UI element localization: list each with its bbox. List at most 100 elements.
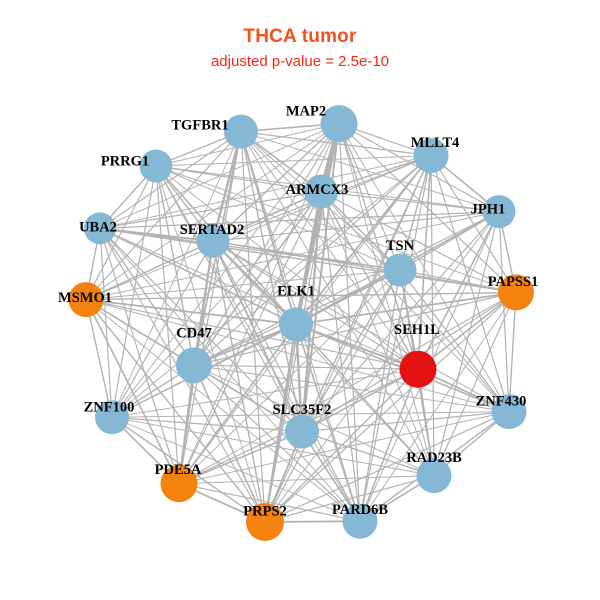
network-node-label-map2: MAP2 — [286, 104, 326, 120]
network-edge — [178, 364, 195, 485]
network-edge — [264, 211, 500, 523]
network-node-label-cd47: CD47 — [176, 325, 211, 341]
network-edge — [99, 227, 180, 485]
network-node-label-znf430: ZNF430 — [476, 393, 527, 409]
network-edge — [178, 131, 242, 485]
network-edge — [320, 191, 500, 213]
network-edge — [111, 416, 303, 433]
network-edge — [359, 291, 517, 522]
network-node-slc35f2[interactable] — [285, 414, 319, 449]
network-edge — [99, 191, 322, 229]
network-edge — [178, 411, 510, 485]
network-edge — [85, 298, 297, 326]
network-edge — [264, 368, 419, 523]
network-edge — [85, 155, 432, 301]
network-node-pde5a[interactable] — [160, 465, 198, 503]
network-node-label-prps2: PRPS2 — [243, 504, 287, 520]
network-edge — [433, 211, 500, 477]
network-node-prps2[interactable] — [246, 503, 284, 541]
network-edge — [433, 291, 517, 477]
network-node-pard6b[interactable] — [342, 503, 378, 539]
network-edge — [264, 323, 297, 523]
network-edge — [99, 227, 517, 294]
network-node-prrg1[interactable] — [139, 149, 173, 183]
network-edge — [111, 416, 361, 522]
network-edge — [300, 190, 323, 433]
network-edge — [178, 323, 297, 485]
edge-layer — [85, 121, 517, 523]
network-node-mllt4[interactable] — [413, 138, 449, 174]
network-node-label-msmo1: MSMO1 — [58, 290, 112, 306]
network-edge — [212, 240, 517, 293]
network-edge — [99, 227, 195, 366]
network-edge — [301, 411, 510, 433]
network-edge — [111, 411, 510, 418]
network-edge — [111, 165, 157, 418]
network-node-label-seh1l: SEH1L — [394, 322, 440, 338]
network-node-rad23b[interactable] — [416, 458, 452, 494]
network-node-map2[interactable] — [320, 105, 358, 143]
network-edge — [264, 291, 517, 523]
network-edge — [212, 211, 500, 242]
network-node-label-rad23b: RAD23B — [406, 450, 462, 466]
network-edge — [320, 191, 435, 477]
network-edge — [111, 240, 214, 418]
network-edge — [264, 155, 432, 523]
network-edge — [193, 364, 361, 522]
network-edge — [85, 299, 361, 522]
network-edge — [240, 130, 297, 326]
network-edge — [178, 430, 303, 485]
network-node-sertad2[interactable] — [196, 224, 230, 258]
network-edge — [417, 291, 517, 371]
network-edge — [301, 430, 361, 523]
network-node-papss1[interactable] — [498, 274, 534, 311]
network-node-label-uba2: UBA2 — [79, 220, 117, 236]
network-node-msmo1[interactable] — [68, 282, 104, 318]
network-edge — [359, 368, 419, 523]
network-edge — [399, 154, 432, 271]
network-node-armcx3[interactable] — [304, 174, 338, 209]
network-node-cd47[interactable] — [176, 347, 212, 384]
network-node-label-jph1: JPH1 — [471, 201, 506, 217]
network-edge — [193, 364, 510, 413]
network-edge — [193, 211, 500, 366]
network-node-uba2[interactable] — [84, 212, 116, 245]
network-edge — [85, 240, 214, 301]
network-edge — [211, 240, 298, 326]
network-edge — [99, 227, 401, 271]
network-edge — [240, 131, 432, 157]
network-node-znf430[interactable] — [491, 394, 527, 430]
node-layer — [68, 105, 534, 541]
network-edge — [295, 323, 435, 477]
network-edge — [294, 323, 304, 433]
network-node-label-pde5a: PDE5A — [155, 462, 202, 478]
network-edge — [301, 430, 435, 477]
network-node-label-pard6b: PARD6B — [332, 502, 388, 518]
network-edge — [193, 364, 303, 433]
network-edge — [155, 165, 401, 271]
network-edge — [338, 123, 435, 477]
network-node-seh1l[interactable] — [399, 350, 437, 388]
network-edge — [430, 155, 435, 477]
network-node-jph1[interactable] — [482, 195, 516, 229]
network-edge — [301, 368, 419, 433]
network-edge — [193, 364, 266, 523]
network-node-znf100[interactable] — [95, 400, 129, 435]
network-edge — [359, 269, 401, 522]
network-edge — [399, 269, 517, 293]
network-edge — [85, 299, 419, 370]
network-edge — [99, 227, 113, 418]
network-node-label-prrg1: PRRG1 — [101, 153, 149, 169]
network-edge — [99, 211, 500, 229]
network-edge — [295, 291, 517, 326]
network-node-tgfbr1[interactable] — [224, 114, 258, 149]
network-edge — [85, 298, 113, 418]
network-node-elk1[interactable] — [279, 307, 313, 342]
network-edge — [155, 165, 322, 193]
network-edge — [99, 155, 432, 229]
network-node-label-slc35f2: SLC35F2 — [273, 402, 332, 418]
network-node-tsn[interactable] — [383, 253, 417, 287]
network-edge — [240, 131, 510, 413]
